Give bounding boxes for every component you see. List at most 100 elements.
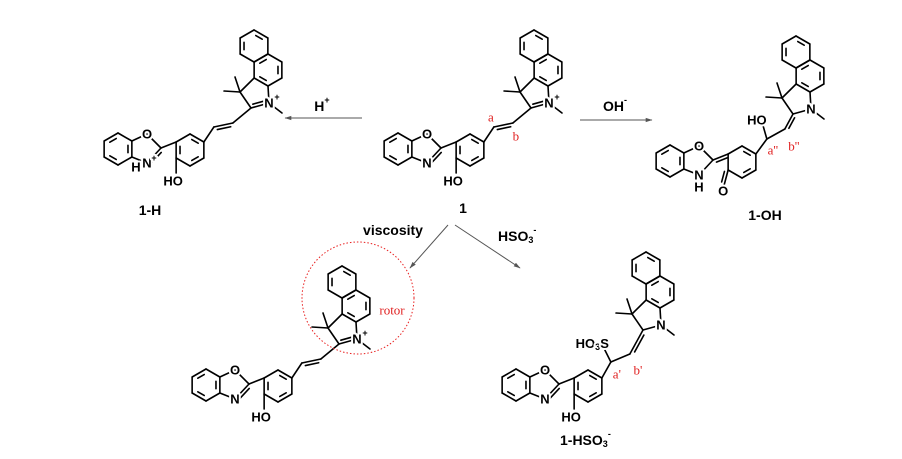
bond <box>205 368 221 378</box>
bond <box>189 157 205 167</box>
aromatic-inner-line <box>796 40 805 47</box>
hydroxyl-group: HO <box>163 174 183 189</box>
bond <box>248 377 265 385</box>
n-methyl-bond <box>810 108 825 120</box>
nitrogen-atom: N <box>142 156 151 171</box>
double-bond-line <box>340 335 355 341</box>
bond <box>533 53 549 63</box>
compound-label-1-HSO3-subscript: 3 <box>603 439 608 449</box>
aromatic-inner-line <box>470 155 479 162</box>
methyl-bond <box>776 82 783 99</box>
compound-label-1-HSO3: 1-HSO3- <box>560 429 611 449</box>
aromatic-inner-line <box>259 58 268 65</box>
bond <box>529 392 546 400</box>
nitrogen-atom: N <box>694 168 703 183</box>
bond <box>191 368 207 378</box>
double-bond-line <box>633 334 645 353</box>
aromatic-inner-line <box>259 75 268 82</box>
hydrogen-atom: H <box>131 160 140 175</box>
bond <box>267 53 283 63</box>
reagent-bisulfite: HSO3- <box>498 225 536 245</box>
bond <box>792 108 812 115</box>
methyl-bond <box>765 96 783 99</box>
nitrogen-atom: N <box>230 392 239 407</box>
bond <box>631 313 644 331</box>
bond <box>795 83 811 93</box>
bond <box>234 369 250 385</box>
bond <box>263 369 279 379</box>
bond <box>573 369 589 379</box>
bisulfite-arrow <box>454 224 521 269</box>
hydroxyl-group: HO <box>443 174 463 189</box>
oxygen-atom: O <box>694 139 704 154</box>
bond <box>781 97 794 115</box>
rotor-indolium: N+ <box>311 265 371 350</box>
bond <box>547 53 563 63</box>
bond <box>239 53 255 63</box>
aromatic-inner-line <box>651 280 660 287</box>
bond-label-a1: a' <box>613 367 621 382</box>
double-bond-line <box>715 157 728 163</box>
bond <box>239 77 255 93</box>
aromatic-inner-line <box>507 390 516 397</box>
bond <box>263 393 279 403</box>
positive-charge: + <box>274 92 279 102</box>
bond <box>397 132 413 142</box>
aromatic-inner-line <box>661 149 670 156</box>
aromatic-inner-line <box>646 256 655 263</box>
oxygen-atom: O <box>422 127 432 142</box>
aromatic-inner-line <box>190 138 199 145</box>
bond <box>175 157 191 167</box>
aromatic-inner-line <box>539 58 548 65</box>
aromatic-inner-line <box>742 150 751 157</box>
bond <box>784 113 794 130</box>
bond <box>547 77 563 87</box>
bond <box>234 383 250 400</box>
reagent-bisulfite-main: HSO <box>498 228 528 244</box>
sulfonic-acid-group-subscript: 3 <box>595 342 600 352</box>
bond <box>683 168 700 176</box>
bond <box>232 107 252 124</box>
bond <box>146 147 162 164</box>
bond <box>645 275 661 285</box>
rotor-circle <box>301 241 415 355</box>
bond <box>277 393 293 403</box>
bond <box>741 145 757 155</box>
bond <box>781 59 797 69</box>
aromatic-inner-line <box>278 374 287 381</box>
bond <box>698 159 714 176</box>
bond <box>327 289 343 299</box>
aromatic-inner-line <box>801 81 810 88</box>
bond <box>741 169 757 179</box>
reagent-bisulfite-superscript: - <box>533 225 536 235</box>
bond <box>631 299 647 315</box>
double-bond-line <box>720 170 726 183</box>
double-bond-line <box>496 125 512 131</box>
oxygen-atom: O <box>142 127 152 142</box>
bond <box>341 265 357 275</box>
bond <box>544 369 560 385</box>
bond <box>533 29 549 39</box>
bond <box>189 133 205 143</box>
bond <box>809 83 825 93</box>
aromatic-inner-line <box>347 311 356 318</box>
methyl-bond <box>503 90 521 93</box>
nitrogen-atom: N <box>264 96 273 111</box>
aromatic-inner-line <box>278 391 287 398</box>
bond <box>519 91 532 109</box>
sulfonic-acid-group-main: HO <box>576 336 596 351</box>
methyl-bond <box>311 326 329 329</box>
bond-label-b2: b'' <box>788 139 799 154</box>
methyl-bond <box>514 76 521 93</box>
bond <box>239 29 255 39</box>
bond <box>669 168 685 178</box>
bond <box>659 275 675 285</box>
double-bond-line <box>216 125 232 131</box>
bond <box>587 393 603 403</box>
bond <box>411 133 428 142</box>
double-bond-line <box>252 99 267 105</box>
bond <box>327 313 343 329</box>
aromatic-inner-line <box>539 75 548 82</box>
bond <box>727 169 743 179</box>
